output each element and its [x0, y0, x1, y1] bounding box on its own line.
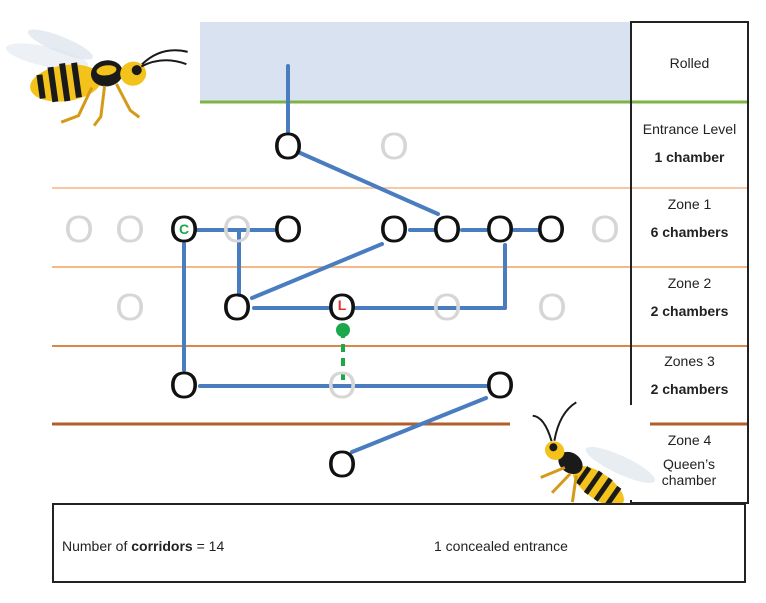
chamber: O: [327, 444, 357, 486]
legend-zone3-name: Zones 3: [664, 353, 715, 369]
ghost-chamber: O: [537, 287, 567, 329]
corridor-count-suffix: = 14: [192, 538, 225, 554]
marker-l: L: [338, 297, 347, 313]
corridor: [350, 396, 488, 454]
legend-zone2: Zone 2 2 chambers: [633, 275, 746, 319]
chamber: O: [169, 209, 199, 251]
chamber: O: [536, 209, 566, 251]
legend-zone3: Zones 3 2 chambers: [633, 353, 746, 397]
chamber: O: [432, 209, 462, 251]
legend-zone1: Zone 1 6 chambers: [633, 196, 746, 240]
corridors: [182, 64, 540, 454]
ghost-chamber: O: [222, 209, 252, 251]
corridor-count: Number of corridors = 14: [62, 538, 224, 554]
corridor-count-prefix: Number of: [62, 538, 132, 554]
legend-zone2-name: Zone 2: [667, 275, 712, 291]
concealed-entrance-dot: [336, 323, 350, 337]
rolled-area: [200, 22, 632, 102]
corridor: [296, 150, 440, 216]
chamber: O: [273, 126, 303, 168]
ghost-chamber: O: [115, 209, 145, 251]
ghost-chamber: O: [590, 209, 620, 251]
legend-zone3-count: 2 chambers: [650, 381, 729, 397]
concealed-entrance-label: 1 concealed entrance: [434, 538, 568, 554]
ghost-chamber: O: [327, 365, 357, 407]
marker-c: C: [179, 221, 189, 237]
chamber: O: [485, 365, 515, 407]
corridor-count-bold: corridors: [131, 538, 193, 554]
chamber: O: [273, 209, 303, 251]
chamber: O: [222, 287, 252, 329]
chamber: O: [379, 209, 409, 251]
legend-zone1-name: Zone 1: [667, 196, 712, 212]
legend-rolled: Rolled: [633, 55, 746, 71]
footer-box: Number of corridors = 14 1 concealed ent…: [52, 503, 746, 583]
legend-zone4-count: Queen’s chamber: [661, 456, 717, 488]
legend-zone1-count: 6 chambers: [650, 224, 729, 240]
chamber: O: [169, 365, 199, 407]
legend-rolled-label: Rolled: [669, 55, 710, 71]
legend-zone4-name: Zone 4: [667, 432, 712, 448]
wasp-illustration-bottom-right: [510, 401, 656, 507]
ghost-chamber: O: [64, 209, 94, 251]
legend-zone4: Zone 4 Queen’s chamber: [633, 432, 746, 488]
wasp-illustration-top-left: [5, 29, 188, 127]
ghost-chamber: O: [115, 287, 145, 329]
ghost-chamber: O: [379, 126, 409, 168]
legend-zone2-count: 2 chambers: [650, 303, 729, 319]
chamber: O: [327, 287, 357, 329]
legend-entrance-count: 1 chamber: [654, 149, 725, 165]
chamber: O: [485, 209, 515, 251]
ghost-chamber: O: [432, 287, 462, 329]
corridor: [250, 242, 384, 300]
legend-entrance-name: Entrance Level: [642, 121, 737, 137]
legend-entrance-level: Entrance Level 1 chamber: [633, 121, 746, 165]
